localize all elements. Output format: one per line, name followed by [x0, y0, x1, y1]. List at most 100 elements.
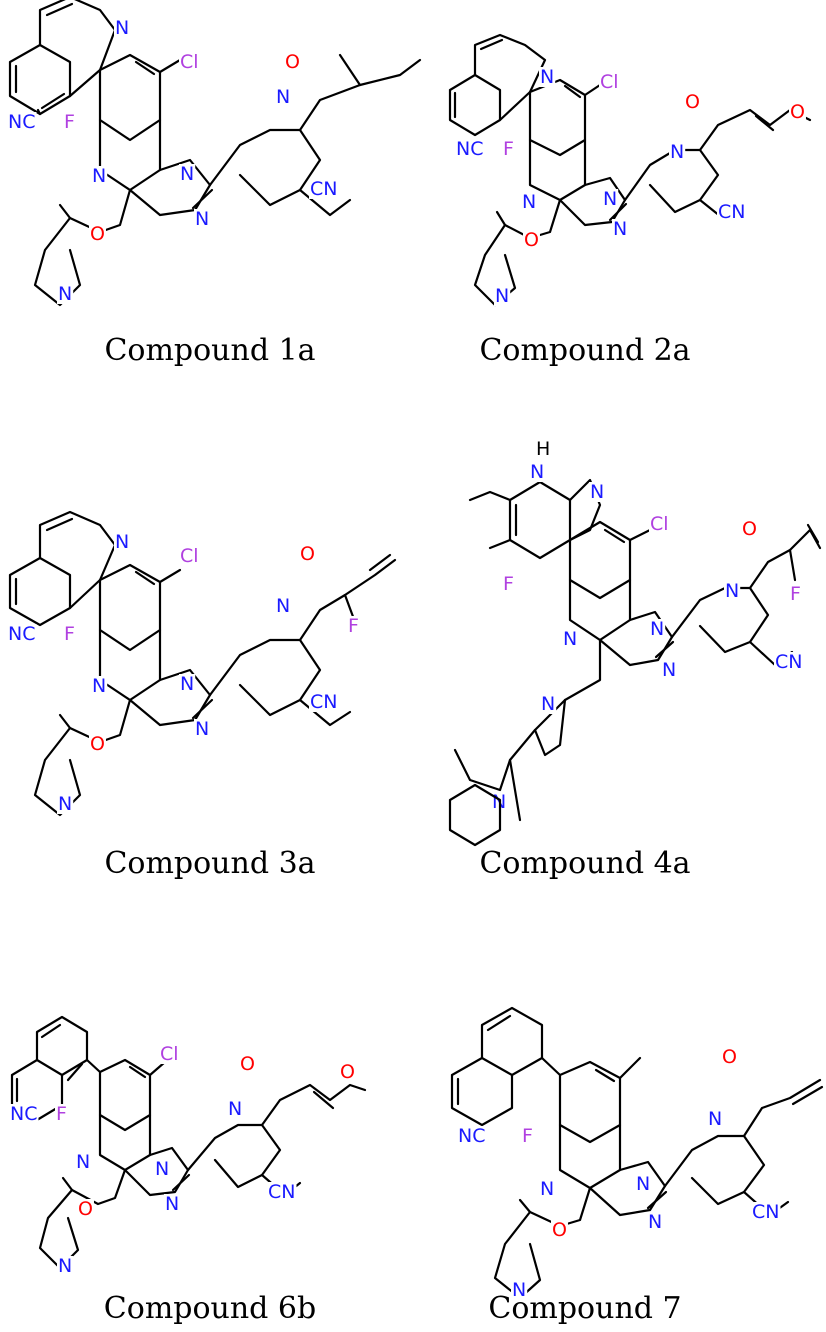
atom-label: N [195, 718, 209, 740]
atom-label-backdrop [309, 179, 339, 199]
atom-label-backdrop [284, 52, 301, 72]
atom-label-backdrop [455, 139, 485, 159]
atom-label: F [348, 615, 359, 637]
atom-label: Cl [160, 1043, 179, 1065]
atom-label-backdrop [635, 1174, 652, 1194]
atom-label: H [536, 438, 550, 460]
atom-label-backdrop [717, 202, 747, 222]
atom-label-backdrop [194, 719, 211, 739]
atom-label-backdrop [227, 1099, 244, 1119]
atom-label-backdrop [457, 1126, 487, 1146]
bond-skeleton [8, 0, 422, 307]
atom-label-backdrop [57, 794, 74, 814]
atom-label-backdrop [194, 209, 211, 229]
bond-skeleton [8, 510, 397, 817]
atom-label: O [524, 229, 539, 251]
atom-label-backdrop [774, 652, 804, 672]
atom-label-backdrop [57, 1256, 74, 1276]
atom-label-backdrop [159, 1044, 180, 1064]
atom-label: N [180, 673, 194, 695]
bond-skeleton [453, 463, 822, 822]
atom-label: N [613, 218, 627, 240]
atom-label: CN [718, 201, 745, 223]
atom-label-backdrop [540, 694, 557, 714]
atom-label: Cl [650, 513, 669, 535]
atom-label-backdrop [539, 67, 556, 87]
atom-label: O [300, 543, 315, 565]
atom-label-backdrop [661, 660, 678, 680]
atom-label: N [603, 188, 617, 210]
atom-label-backdrop [521, 1126, 534, 1146]
compound-caption: Compound 1a [104, 333, 315, 368]
atom-label: O [722, 1046, 737, 1068]
compound-caption: Compound 2a [479, 333, 690, 368]
atom-label: CN [752, 1201, 779, 1223]
atom-label: NC [10, 1103, 37, 1125]
atom-label: N [58, 1255, 72, 1277]
bond-skeleton [10, 1015, 367, 1270]
atom-label: O [90, 733, 105, 755]
atom-label-backdrop [89, 734, 106, 754]
atom-label-backdrop [7, 624, 37, 644]
atom-labels: O NC F N N N CN N O N [457, 1046, 781, 1301]
atom-label: CN [775, 651, 802, 673]
atom-label: N [92, 675, 106, 697]
atom-label: N [180, 163, 194, 185]
compound-caption: Compound 7 [488, 1291, 681, 1326]
atom-label: O [78, 1198, 93, 1220]
atom-label: N [650, 618, 664, 640]
atom-label-backdrop [741, 519, 758, 539]
atom-label: Cl [180, 545, 199, 567]
atom-label: O [685, 91, 700, 113]
atom-label-backdrop [751, 1202, 781, 1222]
atom-label-backdrop [55, 1104, 68, 1124]
atom-label: N [540, 66, 554, 88]
atom-label-backdrop [599, 72, 620, 92]
atom-label: N [495, 285, 509, 307]
atom-label-backdrop [502, 574, 515, 594]
atom-label: O [552, 1219, 567, 1241]
atom-label: N [92, 165, 106, 187]
atom-label: N [540, 1178, 554, 1200]
atom-label-backdrop [7, 112, 37, 132]
atom-label: N [662, 659, 676, 681]
atom-label-backdrop [511, 1280, 528, 1300]
atom-label: NC [8, 623, 35, 645]
compound-caption: Compound 3a [104, 846, 315, 881]
compound-caption: Compound 4a [479, 846, 690, 881]
compound-1a: N Cl O NC F N N N CN N O N Compound 1a [7, 0, 422, 368]
atom-label-backdrop [299, 544, 316, 564]
atom-label: CN [310, 691, 337, 713]
atom-label-backdrop [339, 1062, 356, 1082]
atom-label-backdrop [647, 1212, 664, 1232]
atom-label-backdrop [9, 1104, 39, 1124]
atom-label-backdrop [502, 139, 515, 159]
atom-label-backdrop [63, 112, 76, 132]
atom-label: N [58, 793, 72, 815]
atom-label: F [503, 573, 514, 595]
atom-label-backdrop [551, 1220, 568, 1240]
atom-label: N [708, 1108, 722, 1130]
atom-label-backdrop [539, 1179, 556, 1199]
atom-label-backdrop [535, 439, 552, 459]
atom-label: N [115, 531, 129, 553]
atom-label-backdrop [649, 619, 666, 639]
atom-label-backdrop [114, 532, 131, 552]
atom-label: N [276, 86, 290, 108]
compound-3a: N Cl O NC F F N N N CN N O N Compound 3a [7, 510, 397, 881]
atom-label: N [563, 628, 577, 650]
atom-labels: N Cl O O NC F N N N CN N O N [455, 66, 806, 307]
atom-label-backdrop [612, 219, 629, 239]
atom-label: N [165, 1193, 179, 1215]
atom-label: N [228, 1098, 242, 1120]
atom-label-backdrop [669, 142, 686, 162]
atom-label: O [285, 51, 300, 73]
atom-label-backdrop [179, 674, 196, 694]
atom-label: CN [268, 1181, 295, 1203]
atom-label: N [512, 1279, 526, 1301]
atom-label-backdrop [789, 584, 802, 604]
compound-4a: H N N Cl O F F N N N N CN N N Compound 4… [453, 438, 822, 881]
atom-label-backdrop [114, 18, 131, 38]
atom-label: N [155, 1158, 169, 1180]
atom-label: N [541, 693, 555, 715]
